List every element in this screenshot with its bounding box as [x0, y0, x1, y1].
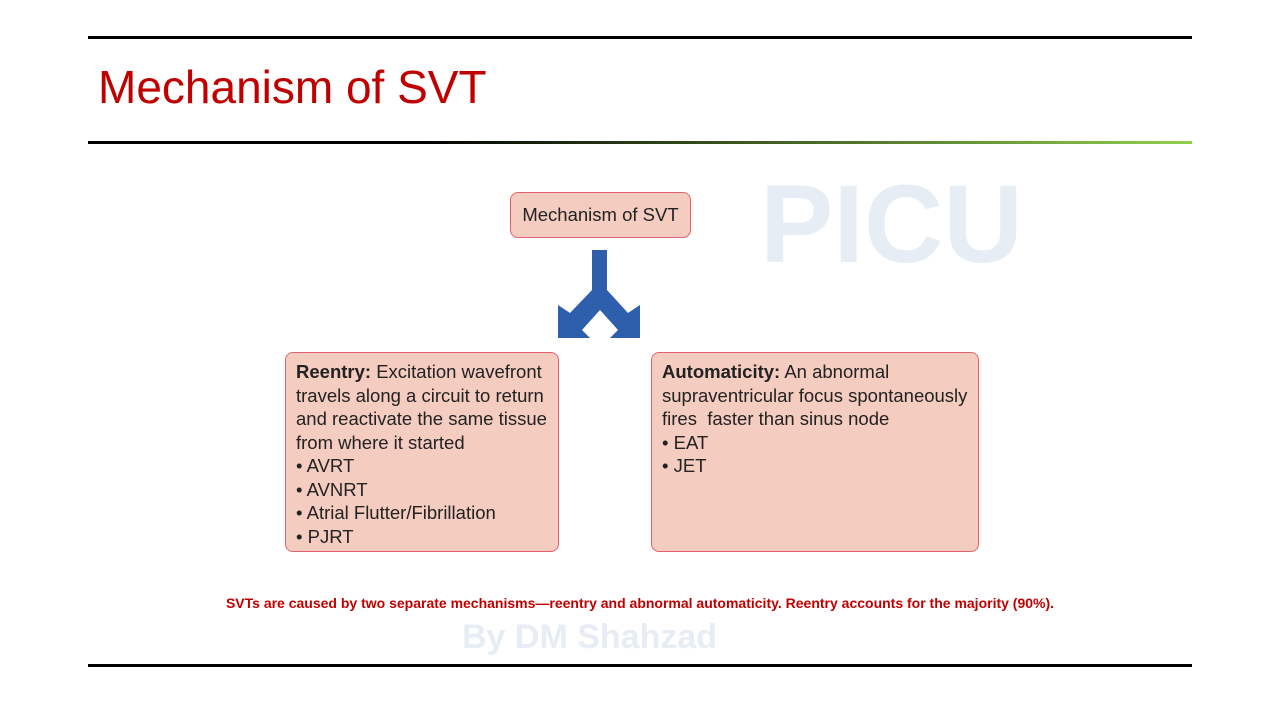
- root-node-label: Mechanism of SVT: [522, 204, 679, 226]
- reentry-item: • Atrial Flutter/Fibrillation: [296, 502, 496, 523]
- reentry-item: • PJRT: [296, 525, 354, 547]
- watermark-picu: PICU: [760, 163, 1023, 286]
- top-rule: [88, 36, 1192, 39]
- automaticity-node: Automaticity: An abnormal supraventricul…: [651, 352, 979, 552]
- automaticity-item: • EAT: [662, 431, 709, 453]
- reentry-item: • AVNRT: [296, 478, 368, 500]
- automaticity-item: • JET: [662, 455, 707, 476]
- reentry-node: Reentry: Excitation wavefront travels al…: [285, 352, 559, 552]
- root-node: Mechanism of SVT: [510, 192, 691, 238]
- title-underline: [88, 141, 1192, 144]
- split-arrow-icon: [558, 250, 640, 338]
- watermark-author: By DM Shahzad: [462, 618, 718, 656]
- reentry-text: Excitation wavefront travels along a cir…: [296, 361, 547, 453]
- automaticity-text: An abnormal supraventricular focus spont…: [662, 361, 973, 429]
- slide-title: Mechanism of SVT: [98, 61, 487, 113]
- bottom-rule: [88, 664, 1192, 667]
- automaticity-heading: Automaticity:: [662, 361, 781, 382]
- reentry-heading: Reentry:: [296, 361, 372, 382]
- caption: SVTs are caused by two separate mechanis…: [225, 595, 1055, 611]
- reentry-item: • AVRT: [296, 455, 355, 476]
